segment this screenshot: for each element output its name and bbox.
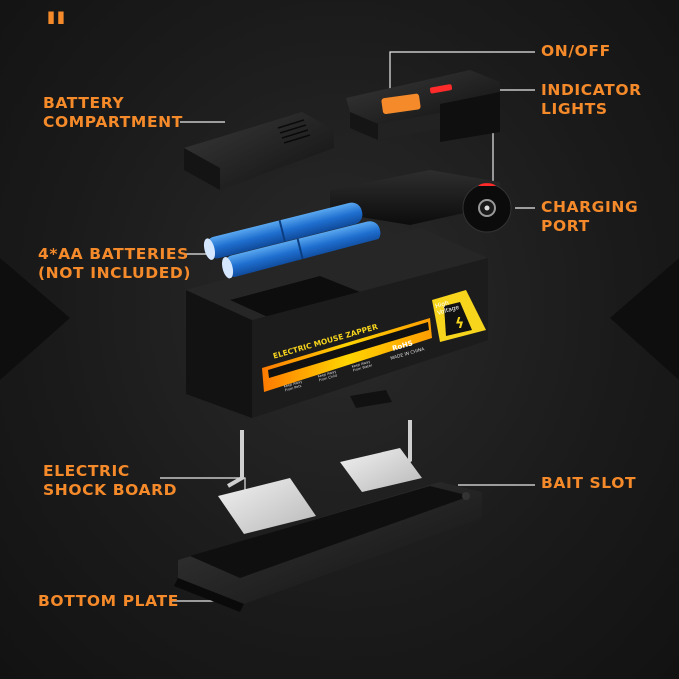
batteries — [203, 202, 381, 279]
label-electric-shock-board: ELECTRIC SHOCK BOARD — [43, 462, 178, 499]
svg-text:ϟ: ϟ — [455, 316, 464, 332]
on-off-switch — [381, 93, 421, 115]
label-batteries: 4*AA BATTERIES (NOT INCLUDED) — [38, 245, 192, 282]
label-indicator-lights: INDICATOR LIGHTS — [541, 81, 642, 118]
bottom-plate — [174, 482, 482, 612]
leader-on-off — [389, 51, 535, 92]
quote-mark: " — [44, 2, 68, 56]
background-shape-left — [0, 258, 70, 380]
label-charging-port: CHARGING PORT — [541, 198, 639, 235]
on-off-cap — [346, 70, 500, 142]
indicator-light — [429, 84, 453, 94]
main-housing: ϟ — [186, 228, 488, 418]
label-on-off: ON/OFF — [541, 42, 611, 60]
label-battery-compartment: BATTERY COMPARTMENT — [43, 94, 183, 131]
small-tab — [350, 390, 392, 408]
shock-boards — [218, 420, 422, 534]
label-bottom-plate: BOTTOM PLATE — [38, 592, 179, 610]
background-shape-right — [610, 258, 679, 380]
inner-tray — [330, 170, 512, 233]
battery-cover — [184, 112, 334, 190]
label-bait-slot: BAIT SLOT — [541, 474, 637, 492]
